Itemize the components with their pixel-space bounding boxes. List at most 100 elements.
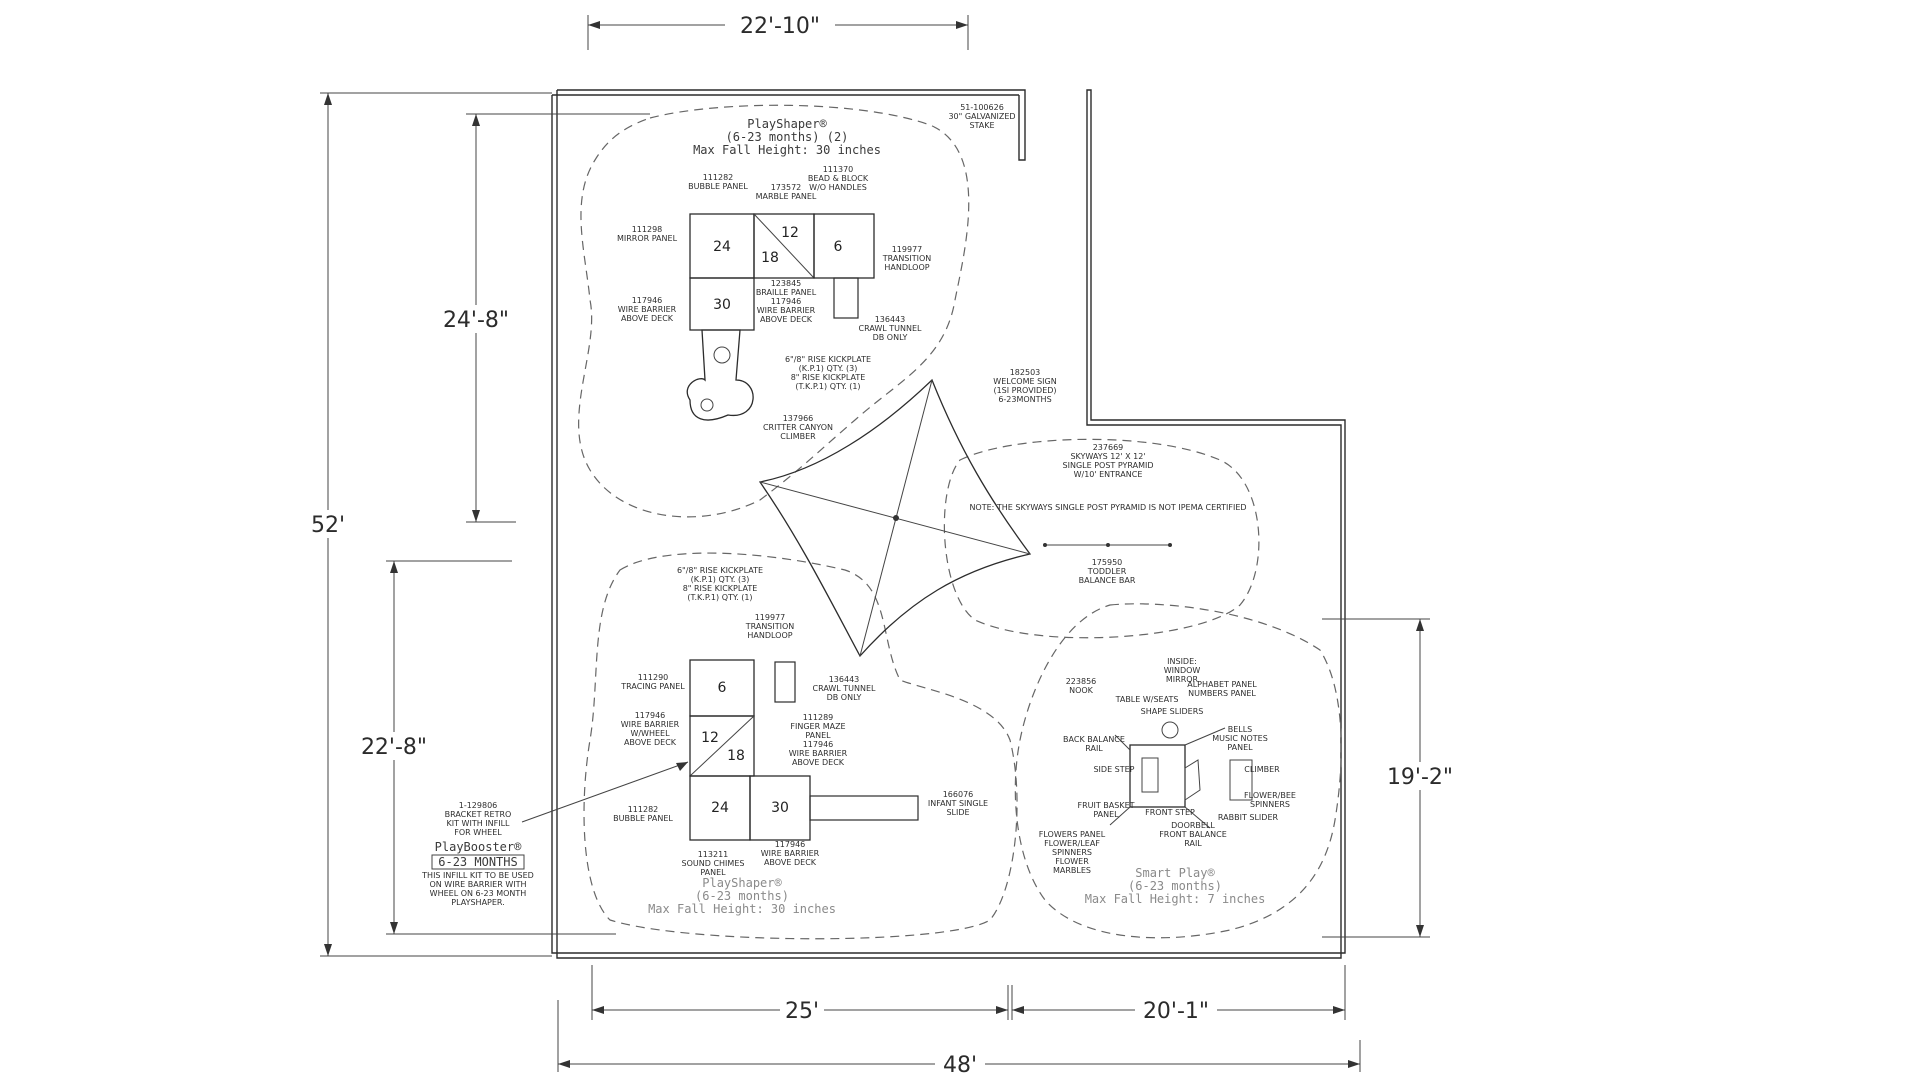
smart-climber-label: CLIMBER bbox=[1244, 765, 1280, 774]
top-zone-title: PlayShaper® bbox=[747, 117, 827, 131]
top-kickplate-label-line-3: (T.K.P.1) QTY. (1) bbox=[795, 382, 860, 391]
bottom-wire-label-line-1: WIRE BARRIER bbox=[761, 849, 820, 858]
bottom-zone-title: PlayShaper® bbox=[702, 876, 782, 890]
smart-flowers-label-line-4: MARBLES bbox=[1053, 866, 1091, 875]
smart-bells-label-line-2: PANEL bbox=[1227, 743, 1253, 752]
smart-bells-label-line-1: MUSIC NOTES bbox=[1212, 734, 1268, 743]
top-crawl-label-line-2: DB ONLY bbox=[873, 333, 908, 342]
bottom-finger-label-line-2: PANEL bbox=[805, 731, 831, 740]
zone-bottom-outline bbox=[583, 552, 1018, 940]
top-marble-label-line-0: 173572 bbox=[771, 183, 802, 192]
bottom-zone-subtitle: (6-23 months) bbox=[695, 889, 789, 903]
infill-note-line-3: PLAYSHAPER. bbox=[451, 898, 504, 907]
dim-bottom-left: 25' bbox=[785, 999, 819, 1024]
smart-flowers-label-line-0: FLOWERS PANEL bbox=[1039, 830, 1106, 839]
top-braille-label-line-1: BRAILLE PANEL bbox=[756, 288, 817, 297]
smart-inside-label-line-0: INSIDE: bbox=[1167, 657, 1197, 666]
smart-backbalance-label-line-0: BACK BALANCE bbox=[1063, 735, 1125, 744]
smart-alphabet-label-line-1: NUMBERS PANEL bbox=[1188, 689, 1256, 698]
bracket-leader-line bbox=[521, 761, 689, 823]
deck-top-24: 24 bbox=[713, 239, 731, 255]
top-mirror-label-line-0: 111298 bbox=[632, 225, 663, 234]
top-transition-label-line-1: TRANSITION bbox=[882, 254, 932, 263]
top-wire-label-line-2: ABOVE DECK bbox=[621, 314, 674, 323]
top-crawl-label-line-0: 136443 bbox=[875, 315, 906, 324]
bottom-wirewheel-label-line-1: WIRE BARRIER bbox=[621, 720, 680, 729]
top-bead-label-line-2: W/O HANDLES bbox=[809, 183, 867, 192]
toddler-balance-bar bbox=[1043, 543, 1172, 547]
bottom-finger-label-line-3: 117946 bbox=[803, 740, 834, 749]
top-bead-label-line-1: BEAD & BLOCK bbox=[808, 174, 869, 183]
smart-doorbell-label-line-2: RAIL bbox=[1184, 839, 1202, 848]
smart-play-structure bbox=[1109, 721, 1253, 829]
infill-note-line-1: ON WIRE BARRIER WITH bbox=[429, 880, 526, 889]
bottom-kickplate-label-line-3: (T.K.P.1) QTY. (1) bbox=[687, 593, 752, 602]
bottom-wirewheel-label-line-0: 117946 bbox=[635, 711, 666, 720]
smart-nook-label-line-0: 223856 bbox=[1066, 677, 1097, 686]
dim-left-total: 52' bbox=[311, 513, 345, 538]
zone-smart-outline bbox=[1014, 603, 1342, 939]
smart-table-label: TABLE W/SEATS bbox=[1115, 695, 1179, 704]
smart-flowers-label-line-2: SPINNERS bbox=[1052, 848, 1092, 857]
bottom-chimes-label-line-1: SOUND CHIMES bbox=[682, 859, 745, 868]
bottom-tracing-label-line-0: 111290 bbox=[638, 673, 669, 682]
bottom-wirewheel-label-line-3: ABOVE DECK bbox=[624, 738, 677, 747]
smart-frontstep-label: FRONT STEP bbox=[1145, 808, 1195, 817]
stake-label-line-0: 51-100626 bbox=[960, 103, 1004, 112]
top-braille-label-line-2: 117946 bbox=[771, 297, 802, 306]
top-braille-label-line-0: 123845 bbox=[771, 279, 802, 288]
bottom-wirewheel-label-line-2: W/WHEEL bbox=[630, 729, 670, 738]
bracket-label-line-0: 1-129806 bbox=[459, 801, 498, 810]
bottom-kickplate-label-line-0: 6"/8" RISE KICKPLATE bbox=[677, 566, 763, 575]
site-boundary bbox=[551, 89, 1346, 959]
top-zone-fall-height: Max Fall Height: 30 inches bbox=[693, 143, 881, 157]
bottom-finger-label-line-0: 111289 bbox=[803, 713, 834, 722]
bottom-chimes-label-line-2: PANEL bbox=[700, 868, 726, 877]
top-transition-label-line-2: HANDLOOP bbox=[884, 263, 929, 272]
smart-sidestep-label: SIDE STEP bbox=[1093, 765, 1134, 774]
bottom-bubble-label-line-0: 111282 bbox=[628, 805, 659, 814]
top-marble-label-line-1: MARBLE PANEL bbox=[756, 192, 817, 201]
bottom-transition-label-line-1: TRANSITION bbox=[745, 622, 795, 631]
bottom-bubble-label-line-1: BUBBLE PANEL bbox=[613, 814, 673, 823]
bottom-slide-label-line-0: 166076 bbox=[943, 790, 974, 799]
infill-note-line-2: WHEEL ON 6-23 MONTH bbox=[430, 889, 527, 898]
dimension-lines bbox=[320, 15, 1430, 1072]
dim-left-lower: 22'-8" bbox=[361, 735, 427, 760]
smart-doorbell-label-line-0: DOORBELL bbox=[1171, 821, 1215, 830]
welcome-sign-label-line-3: 6-23MONTHS bbox=[998, 395, 1051, 404]
bottom-tracing-label-line-1: TRACING PANEL bbox=[620, 682, 685, 691]
bottom-wire-label-line-2: ABOVE DECK bbox=[764, 858, 817, 867]
top-wire-label-line-1: WIRE BARRIER bbox=[618, 305, 677, 314]
deck-bottom-6: 6 bbox=[718, 680, 727, 696]
bottom-transition-label-line-0: 119977 bbox=[755, 613, 786, 622]
bottom-finger-label-line-1: FINGER MAZE bbox=[790, 722, 845, 731]
skyways-label-line-0: 237669 bbox=[1093, 443, 1124, 452]
smart-rabbit-label: RABBIT SLIDER bbox=[1218, 813, 1279, 822]
top-mirror-label-line-1: MIRROR PANEL bbox=[617, 234, 678, 243]
top-playshaper-structure bbox=[686, 213, 875, 421]
top-crawl-label-line-1: CRAWL TUNNEL bbox=[859, 324, 923, 333]
bottom-crawl-label-line-1: CRAWL TUNNEL bbox=[813, 684, 877, 693]
deck-bottom-30: 30 bbox=[771, 800, 789, 816]
smart-bells-label-line-0: BELLS bbox=[1228, 725, 1253, 734]
skyways-label-line-1: SKYWAYS 12' X 12' bbox=[1070, 452, 1145, 461]
welcome-sign-label-line-2: (1SI PROVIDED) bbox=[993, 386, 1056, 395]
smart-fruit-label-line-0: FRUIT BASKET bbox=[1077, 801, 1134, 810]
deck-top-12: 12 bbox=[781, 225, 799, 241]
smart-doorbell-label-line-1: FRONT BALANCE bbox=[1159, 830, 1227, 839]
welcome-sign-label-line-0: 182503 bbox=[1010, 368, 1041, 377]
smart-flowers-label-line-1: FLOWER/LEAF bbox=[1044, 839, 1100, 848]
bottom-slide-label-line-2: SLIDE bbox=[946, 808, 969, 817]
months-label: 6-23 MONTHS bbox=[438, 855, 517, 869]
bottom-playshaper-structure bbox=[689, 659, 919, 841]
skyways-label-line-2: SINGLE POST PYRAMID bbox=[1063, 461, 1154, 470]
bottom-finger-label-line-4: WIRE BARRIER bbox=[789, 749, 848, 758]
zone-mid-outline bbox=[943, 438, 1260, 639]
top-wire-label-line-0: 117946 bbox=[632, 296, 663, 305]
skyways-label-line-3: W/10' ENTRANCE bbox=[1074, 470, 1143, 479]
stake-label-line-2: STAKE bbox=[969, 121, 994, 130]
bottom-decks: 6 12 18 24 30 bbox=[701, 680, 789, 816]
smart-flowerbee-label-line-0: FLOWER/BEE bbox=[1244, 791, 1296, 800]
